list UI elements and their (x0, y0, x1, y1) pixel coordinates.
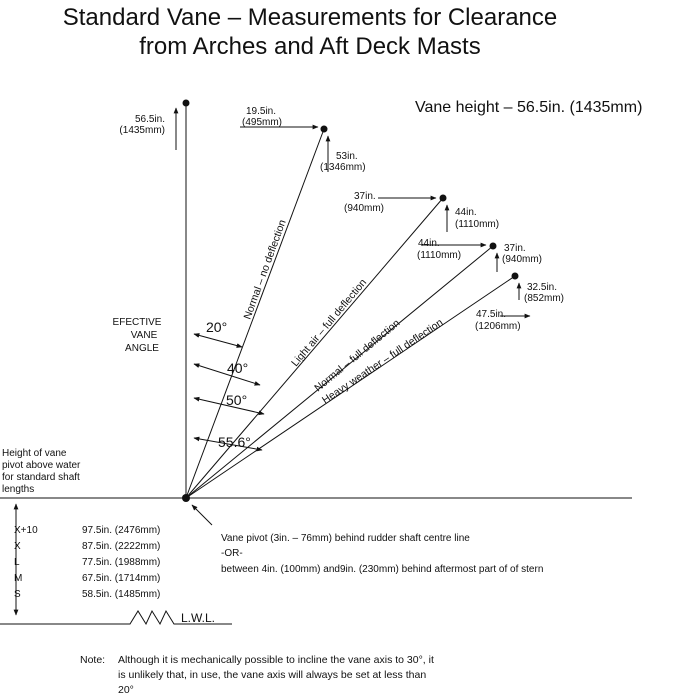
pivot-height-line-4: lengths (2, 484, 34, 495)
horiz-in: 37in. (354, 191, 376, 202)
horiz-mm: (940mm) (344, 203, 384, 214)
pivot-note-line-2: -OR- (221, 548, 243, 559)
vane-tip-dot (320, 125, 328, 133)
lwl-label: L.W.L. (181, 611, 215, 625)
angle-label-50: 50° (226, 392, 247, 408)
waterline (0, 609, 232, 626)
shaft-value: 58.5in. (1485mm) (82, 589, 160, 600)
angle-label-55: 55.6° (218, 434, 251, 450)
vert-mm: (852mm) (524, 293, 564, 304)
vert-in: 44in. (455, 207, 477, 218)
shaft-code: X (14, 541, 21, 552)
vertical-height-in: 56.5in. (135, 114, 165, 125)
vert-mm: (940mm) (502, 254, 542, 265)
vert-in: 37in. (504, 243, 526, 254)
pivot-height-line-1: Height of vane (2, 448, 67, 459)
vane-line (185, 275, 516, 499)
vane-line (185, 245, 494, 499)
vane-line (185, 128, 325, 499)
horiz-mm: (1110mm) (417, 250, 461, 261)
horiz-in: 47.5in. (476, 309, 506, 320)
horiz-mm: (1206mm) (475, 321, 521, 332)
vane-height-label: Vane height – 56.5in. (1435mm) (415, 99, 643, 116)
horiz-mm: (495mm) (242, 117, 282, 128)
angle-arrow-50 (193, 396, 265, 416)
angle-arrow-40 (193, 363, 261, 386)
vert-mm: (1110mm) (455, 219, 499, 230)
vert-in: 53in. (336, 151, 358, 162)
vane-tip-dot (439, 194, 447, 202)
effective-angle-line-2: VANE (131, 330, 158, 341)
pivot-note-arrow (191, 504, 213, 526)
angle-arrow-55 (193, 436, 263, 452)
vane-tip-dot (489, 242, 497, 250)
vertical-tip-dot (182, 99, 190, 107)
title-line-1: Standard Vane – Measurements for Clearan… (62, 4, 558, 31)
shaft-code: M (14, 573, 22, 584)
title-line-2: from Arches and Aft Deck Masts (139, 33, 481, 60)
shaft-code: S (14, 589, 21, 600)
note-label: Note: (80, 654, 106, 666)
horiz-in: 44in. (418, 238, 440, 249)
shaft-lengths-table: X+10 97.5in. (2476mm) X 87.5in. (2222mm)… (14, 525, 160, 600)
diagram-title: Standard Vane – Measurements for Clearan… (0, 3, 620, 61)
vane-heavy-weather-full-deflection: 32.5in. (852mm) 47.5in. (1206mm) Heavy w… (185, 272, 564, 499)
pivot-height-line-3: for standard shaft (2, 472, 80, 483)
shaft-code: X+10 (14, 525, 38, 536)
pivot-note-line-3: between 4in. (100mm) and9in. (230mm) beh… (221, 564, 543, 575)
angle-label-20: 20° (206, 319, 227, 335)
vane-tip-dot (511, 272, 519, 280)
effective-angle-line-1: EFECTIVE (113, 317, 162, 328)
horiz-in: 19.5in. (246, 106, 276, 117)
pivot-height-line-2: pivot above water (2, 460, 81, 471)
note-text: Although it is mechanically possible to … (118, 654, 434, 696)
vert-in: 32.5in. (527, 282, 557, 293)
effective-angle-line-3: ANGLE (125, 343, 159, 354)
vertical-height-mm: (1435mm) (119, 125, 165, 136)
shaft-value: 87.5in. (2222mm) (82, 541, 160, 552)
shaft-value: 77.5in. (1988mm) (82, 557, 160, 568)
footnote: Note: Although it is mechanically possibl… (80, 653, 438, 698)
vane-name: Normal – no deflection (242, 218, 289, 321)
shaft-value: 97.5in. (2476mm) (82, 525, 160, 536)
shaft-code: L (14, 557, 20, 568)
pivot-note-line-1: Vane pivot (3in. – 76mm) behind rudder s… (221, 533, 470, 544)
shaft-value: 67.5in. (1714mm) (82, 573, 160, 584)
vert-mm: (1346mm) (320, 162, 366, 173)
angle-label-40: 40° (227, 360, 248, 376)
angle-arrow-20 (193, 333, 243, 348)
